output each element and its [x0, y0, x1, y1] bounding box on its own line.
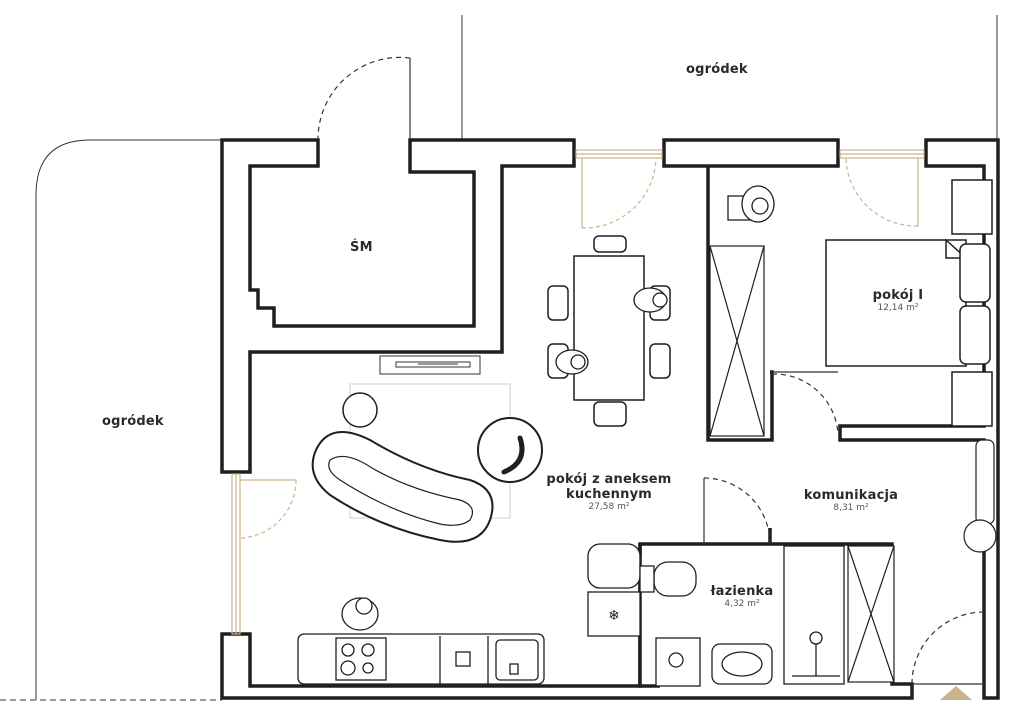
- garden-label-top: ogródek: [686, 62, 748, 77]
- doors: [239, 56, 985, 685]
- windows: [231, 149, 925, 635]
- snowflake-icon: ❄: [608, 608, 620, 624]
- room-area: 27,58 m²: [588, 502, 630, 512]
- sofa: [311, 431, 494, 543]
- entrance-triangle-icon: [940, 686, 972, 700]
- tv-unit: [379, 355, 481, 375]
- room-name-line2: kuchennym: [565, 487, 652, 502]
- kitchen-counter: [297, 633, 545, 685]
- room-area: 12,14 m²: [877, 303, 919, 313]
- nightstand: [951, 179, 993, 235]
- room-name: komunikacja: [803, 488, 899, 503]
- armchair: [477, 417, 543, 483]
- garden-boundary: [0, 15, 998, 701]
- person-desk: [727, 185, 775, 223]
- person-dining: [555, 287, 668, 375]
- hall-wardrobe: [847, 439, 997, 683]
- room-label-komunikacja: komunikacja 8,31 m²: [796, 488, 906, 513]
- bathroom-fixtures: [587, 543, 845, 687]
- wardrobe: [709, 245, 765, 437]
- person-kitchen: [341, 597, 379, 631]
- dining-table: [547, 235, 671, 427]
- room-name: pokój I: [872, 288, 924, 303]
- bed: [825, 238, 991, 367]
- room-name: łazienka: [710, 584, 774, 599]
- room-name-line1: pokój z aneksem: [546, 472, 672, 487]
- room-label-pokoj1: pokój I 12,14 m²: [858, 288, 938, 313]
- room-label-lazienka: łazienka 4,32 m²: [700, 584, 784, 609]
- side-table: [342, 392, 378, 428]
- nightstand: [951, 371, 993, 427]
- room-label-sm: ŚM: [350, 240, 373, 255]
- garden-label-left: ogródek: [102, 414, 164, 429]
- room-area: 4,32 m²: [724, 599, 760, 609]
- room-label-living: pokój z aneksem kuchennym 27,58 m²: [544, 472, 674, 512]
- room-area: 8,31 m²: [833, 503, 869, 513]
